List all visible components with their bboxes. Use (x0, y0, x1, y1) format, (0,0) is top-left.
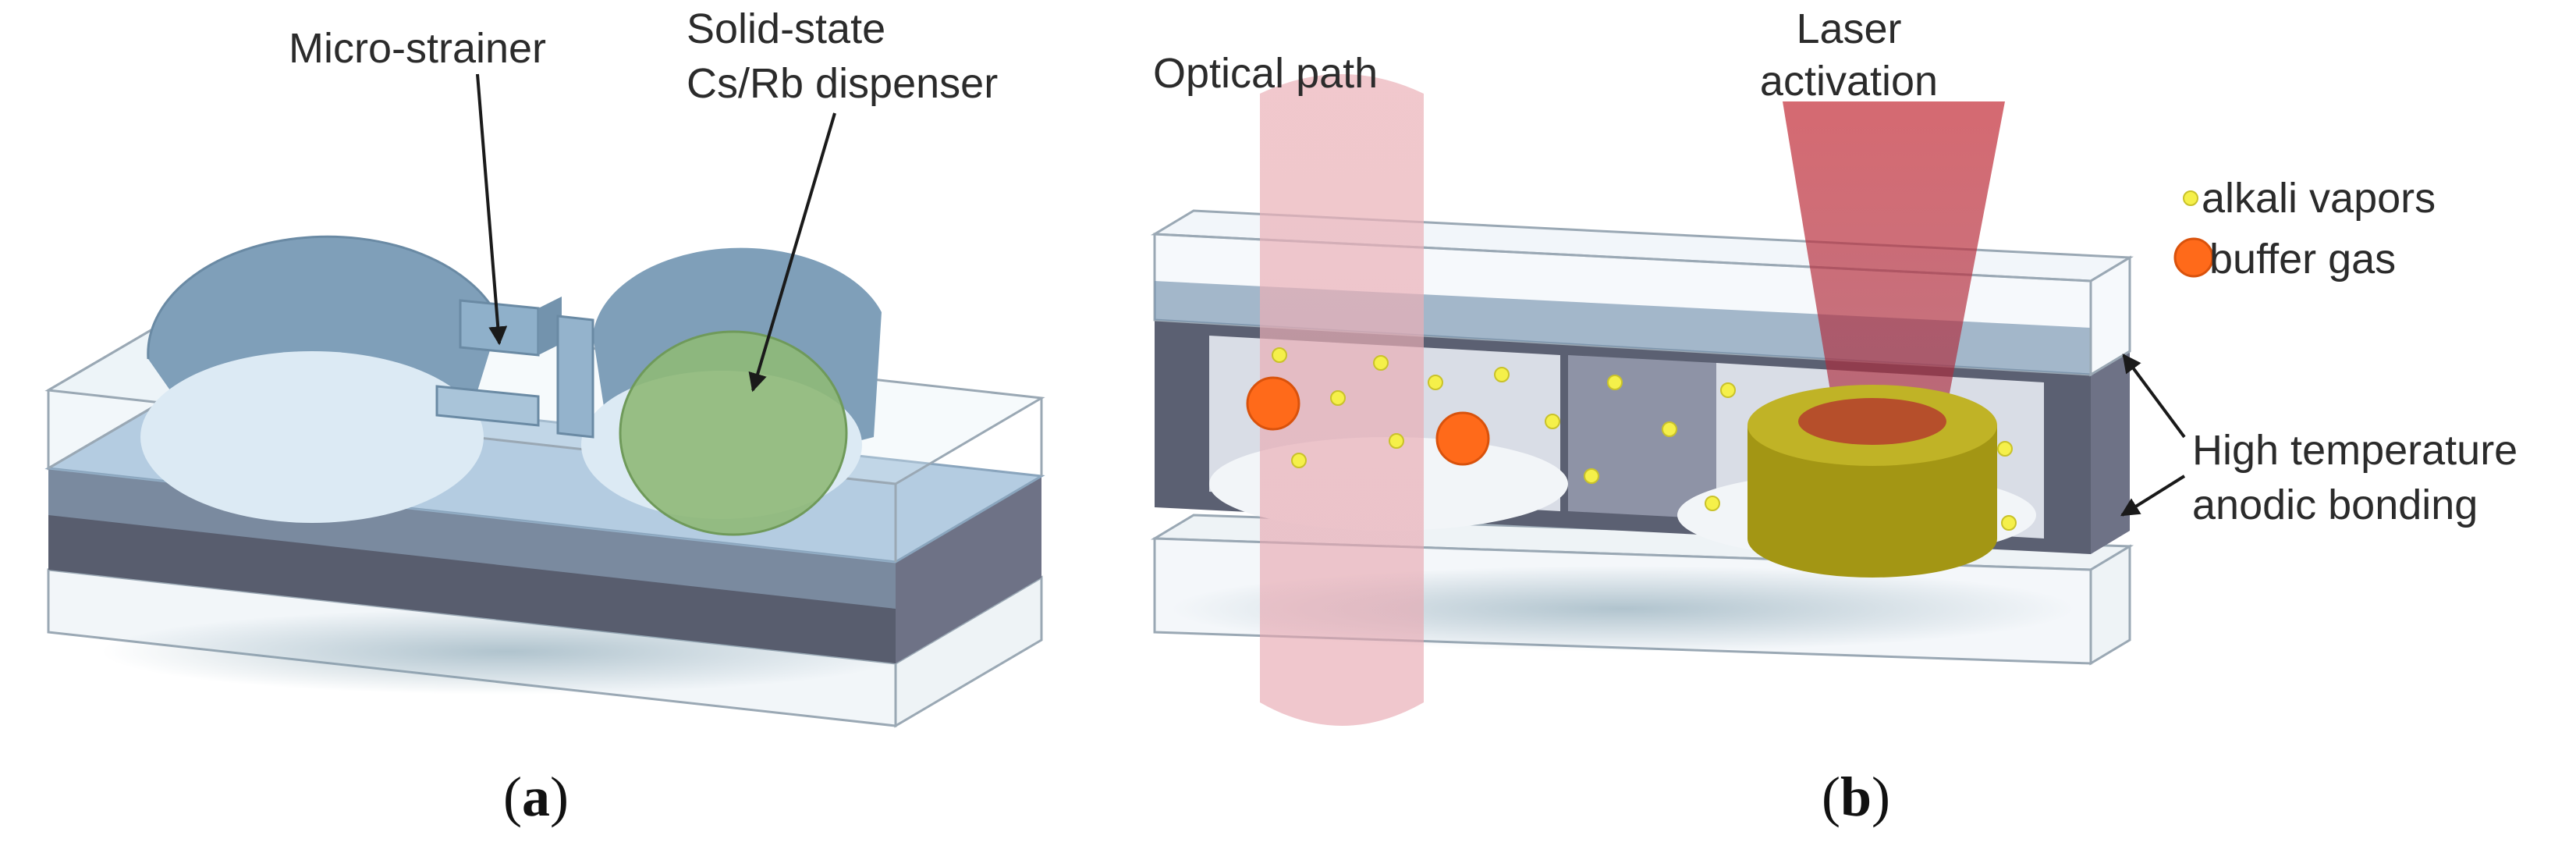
legend-vapors-label: alkali vapors (2202, 175, 2436, 222)
legend-vapor-swatch (2183, 190, 2198, 206)
panel-a: Micro-strainer Solid-state Cs/Rb dispens… (44, 5, 1045, 828)
left-cavity (140, 235, 501, 523)
dispenser-cylinder (1747, 385, 1997, 578)
buffer-gas-particles (1246, 376, 1490, 466)
arrow-bonding-top (2122, 354, 2186, 439)
label-dispenser-line1: Solid-state (687, 5, 885, 52)
label-optical-path: Optical path (1153, 50, 1378, 97)
caption-a: (a) (503, 766, 569, 828)
panel-b: Optical path Laser activation alkali vap… (1150, 5, 2517, 828)
label-laser-line2: activation (1760, 58, 1938, 105)
label-dispenser-line2: Cs/Rb dispenser (687, 60, 998, 107)
label-micro-strainer: Micro-strainer (289, 25, 546, 72)
laser-beam (1783, 101, 2005, 410)
dispenser-disk (619, 330, 848, 536)
label-laser-line1: Laser (1796, 5, 1901, 52)
micro-strainer (435, 297, 594, 439)
arrow-dispenser (748, 112, 836, 393)
legend-buffer-swatch (2173, 237, 2214, 278)
arrow-strainer (476, 73, 508, 346)
legend-buffer-label: buffer gas (2209, 236, 2396, 283)
caption-b: (b) (1822, 766, 1890, 828)
alkali-vapor-particles (1272, 347, 2017, 531)
arrow-bonding-bottom (2120, 475, 2186, 517)
label-bonding-line2: anodic bonding (2192, 482, 2478, 528)
label-bonding-line1: High temperature (2192, 427, 2517, 474)
